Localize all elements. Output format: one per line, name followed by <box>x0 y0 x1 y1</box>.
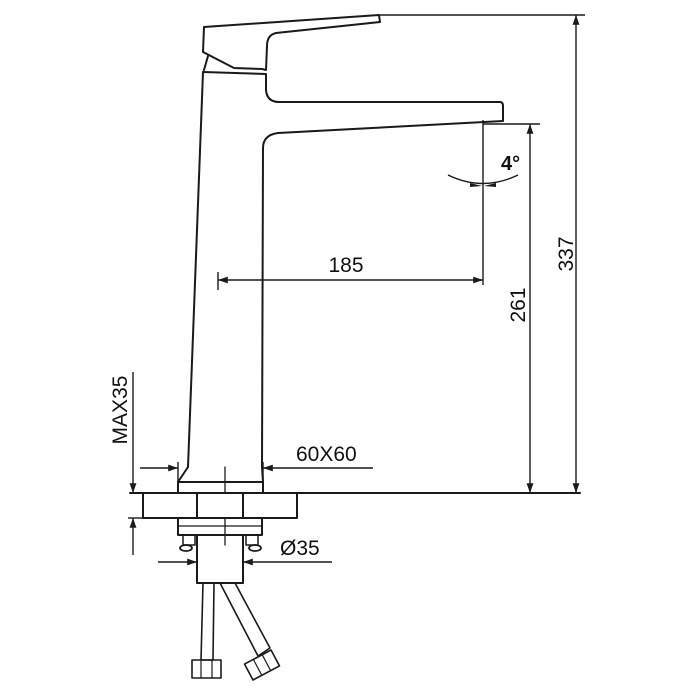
label-hole-diameter: Ø35 <box>280 537 320 560</box>
label-base-size: 60X60 <box>296 443 357 466</box>
faucet-handle <box>202 14 381 71</box>
hose-nut-left <box>191 659 222 679</box>
label-spout-reach: 185 <box>328 254 363 277</box>
handle-joint <box>203 55 209 71</box>
bolt-right <box>245 534 259 546</box>
label-spout-angle: 4° <box>501 153 520 175</box>
hose-block <box>196 534 244 584</box>
label-max-thickness: MAX35 <box>109 376 132 445</box>
base-flange <box>177 466 264 494</box>
faucet-body <box>202 71 504 468</box>
hose-left <box>200 582 215 661</box>
dim-spout-angle <box>447 174 519 185</box>
bolt-left <box>182 534 196 546</box>
hose-nut-right <box>243 649 281 681</box>
label-total-height: 337 <box>555 236 578 271</box>
hose-right <box>219 582 271 657</box>
body-left-edge <box>187 71 204 468</box>
label-spout-height: 261 <box>507 287 530 322</box>
